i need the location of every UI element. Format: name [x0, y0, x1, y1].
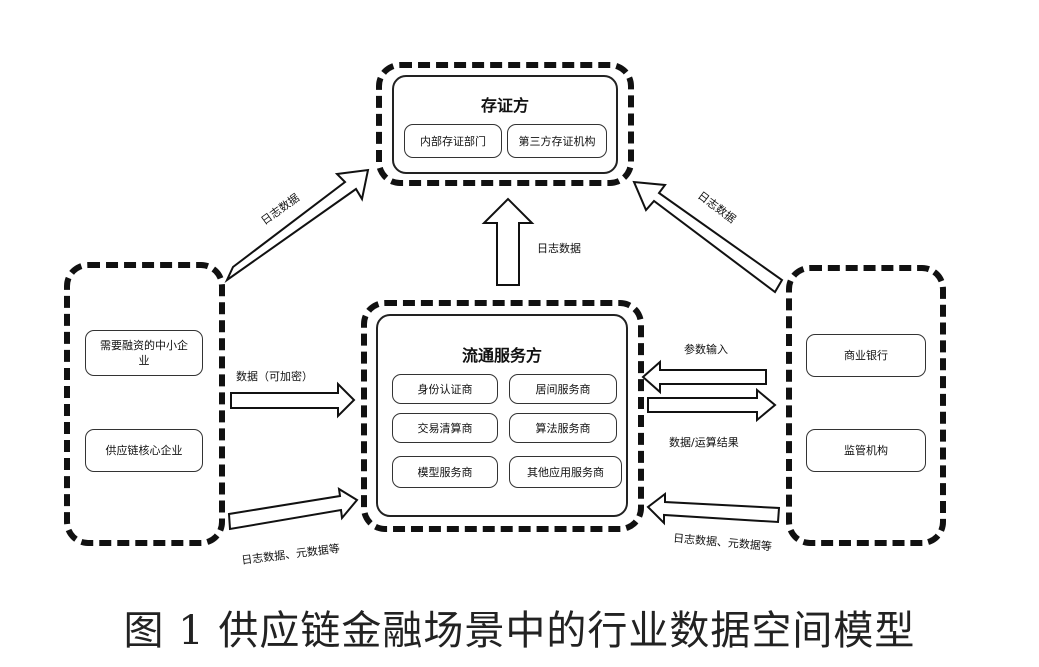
arrow-right-params [641, 359, 767, 395]
service-algorithm: 算法服务商 [509, 413, 617, 443]
arrow-right-results [647, 387, 777, 423]
arrow-right-to-evidence [632, 180, 784, 294]
arrow-left-log [227, 487, 359, 531]
arrow-left-to-evidence [224, 168, 370, 283]
left-item-sme: 需要融资的中小企业 [85, 330, 203, 376]
service-identity-auth: 身份认证商 [392, 374, 498, 404]
evidence-party-container [376, 62, 634, 186]
label-right-params: 参数输入 [684, 343, 728, 356]
left-group-container [64, 262, 225, 546]
evidence-item-internal: 内部存证部门 [404, 124, 502, 158]
service-clearing: 交易清算商 [392, 413, 498, 443]
service-model: 模型服务商 [392, 456, 498, 488]
label-right-results: 数据/运算结果 [669, 436, 739, 449]
left-item-core-enterprise: 供应链核心企业 [85, 429, 203, 472]
label-center-to-evidence: 日志数据 [537, 242, 581, 255]
right-group-container [786, 265, 946, 546]
arrow-left-data [230, 381, 356, 419]
arrow-center-to-evidence [481, 197, 535, 286]
evidence-item-third-party: 第三方存证机构 [507, 124, 607, 158]
arrow-right-log [646, 491, 781, 526]
evidence-party-title: 存证方 [480, 96, 529, 115]
service-other-apps: 其他应用服务商 [509, 456, 622, 488]
figure-caption: 图 1 供应链金融场景中的行业数据空间模型 [123, 608, 916, 654]
right-item-commercial-bank: 商业银行 [806, 334, 926, 377]
circulation-party-container [361, 300, 644, 532]
circulation-party-title: 流通服务方 [461, 346, 542, 365]
right-item-regulator: 监管机构 [806, 429, 926, 472]
label-left-data: 数据（可加密） [236, 370, 313, 383]
service-intermediary: 居间服务商 [509, 374, 617, 404]
